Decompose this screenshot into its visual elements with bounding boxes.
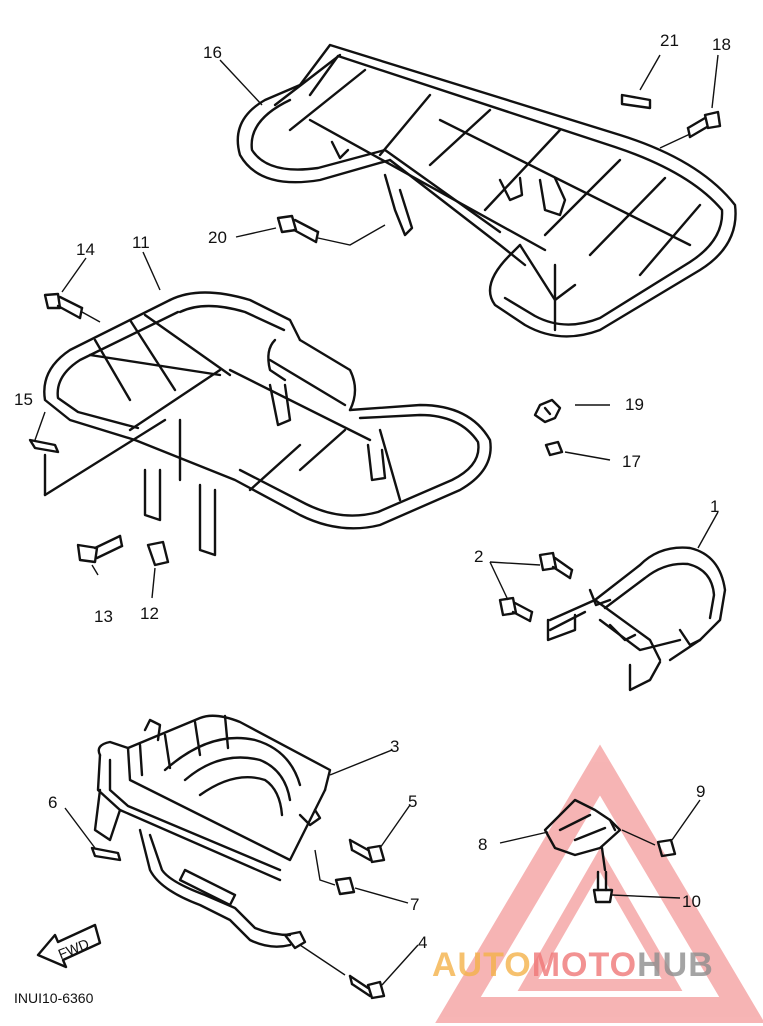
label-sticker-15 xyxy=(28,411,60,454)
bolt-13 xyxy=(76,534,124,564)
callout-16: 16 xyxy=(203,43,222,62)
callout-13: 13 xyxy=(94,607,113,626)
bolt-2-lower xyxy=(498,596,534,623)
front-basket-3 xyxy=(93,714,332,950)
drawing-code: INUI10-6360 xyxy=(14,990,94,1006)
callout-14: 14 xyxy=(76,240,95,259)
label-sticker-21 xyxy=(620,93,652,110)
callout-4: 4 xyxy=(418,933,427,952)
callout-10: 10 xyxy=(682,892,701,911)
callout-18: 18 xyxy=(712,35,731,54)
fwd-direction-arrow: FWD xyxy=(36,923,102,969)
bolt-5 xyxy=(348,838,386,864)
bolt-18 xyxy=(659,110,722,149)
collar-7 xyxy=(314,849,356,896)
callout-8: 8 xyxy=(478,835,487,854)
callout-21: 21 xyxy=(660,31,679,50)
callout-1: 1 xyxy=(710,497,719,516)
clip-19 xyxy=(533,398,562,424)
rear-carrier-16 xyxy=(236,43,737,338)
nut-17 xyxy=(544,440,564,457)
watermark-triangle xyxy=(435,744,763,1023)
watermark-moto: MOTO xyxy=(532,946,637,984)
callout-12: 12 xyxy=(140,604,159,623)
bolt-14 xyxy=(43,292,101,323)
bolt-4 xyxy=(299,944,386,1000)
callout-3: 3 xyxy=(390,737,399,756)
callout-numbers: 1 2 3 4 5 6 7 8 9 10 11 12 13 14 15 16 1… xyxy=(14,31,731,952)
callout-2: 2 xyxy=(474,547,483,566)
callout-9: 9 xyxy=(696,782,705,801)
callout-19: 19 xyxy=(625,395,644,414)
callout-6: 6 xyxy=(48,793,57,812)
leader-lines xyxy=(61,54,719,986)
collar-12 xyxy=(146,540,170,567)
bracket-guard-1 xyxy=(546,546,727,692)
callout-20: 20 xyxy=(208,228,227,247)
bolt-2-upper xyxy=(538,551,574,580)
bracket-8 xyxy=(543,798,622,872)
callout-7: 7 xyxy=(410,895,419,914)
front-carrier-11 xyxy=(43,291,492,557)
bolt-10 xyxy=(592,870,614,904)
callout-5: 5 xyxy=(408,792,417,811)
svg-text:AUTOMOTOHUB: AUTOMOTOHUB xyxy=(432,946,714,984)
callout-11: 11 xyxy=(132,233,150,252)
watermark-hub: HUB xyxy=(637,946,714,984)
callout-15: 15 xyxy=(14,390,33,409)
label-sticker-6 xyxy=(90,846,122,862)
nut-9 xyxy=(621,829,677,858)
watermark-logo: AUTOMOTOHUB xyxy=(432,946,714,984)
bolt-20 xyxy=(276,214,386,246)
watermark-auto: AUTO xyxy=(432,946,532,984)
callout-17: 17 xyxy=(622,452,641,471)
